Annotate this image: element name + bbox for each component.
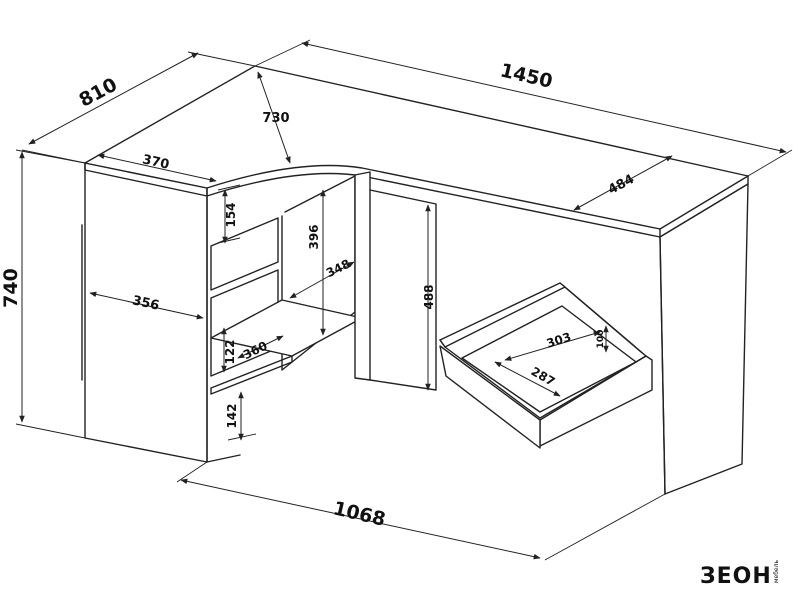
dim-line-287 <box>494 361 561 397</box>
dim-line-360 <box>237 335 284 359</box>
dim-line-810 <box>28 52 199 145</box>
dimension-lines <box>19 41 787 560</box>
label-width-front: 1068 <box>331 497 387 530</box>
dim-line-348 <box>289 261 355 299</box>
drawer-front-rim <box>439 339 647 419</box>
knee-space-back <box>369 189 437 391</box>
desk-body <box>81 65 749 495</box>
label-side-panel: 356 <box>131 293 161 313</box>
dim-line-730 <box>257 71 291 164</box>
label-width-total: 1450 <box>498 59 554 92</box>
extension-lines <box>15 39 793 561</box>
logo-text: ЗЕОН <box>700 564 772 589</box>
label-height-total: 740 <box>0 268 22 308</box>
label-drawer-3: 142 <box>225 403 239 428</box>
dim-line-303 <box>504 331 601 361</box>
left-side-panel <box>84 162 208 463</box>
dim-line-370 <box>97 153 217 183</box>
dim-line-1068 <box>180 478 541 560</box>
right-leg-front-edge <box>659 236 666 495</box>
label-side-top: 370 <box>141 152 171 172</box>
dim-line-1450 <box>301 41 787 154</box>
label-drawer-height: 100 <box>596 330 606 349</box>
open-drawer <box>439 282 653 449</box>
right-leg-panel <box>659 183 749 495</box>
label-depth-diag: 730 <box>262 111 289 126</box>
middle-support-panel <box>354 171 371 381</box>
label-depth-total: 810 <box>76 74 121 112</box>
logo-tagline: мебель <box>773 560 780 583</box>
label-drawer-2: 122 <box>223 339 237 364</box>
label-shelf-depth: 348 <box>324 257 353 281</box>
drawer-right-side <box>539 355 653 447</box>
dim-line-356 <box>89 291 204 320</box>
brand-logo: ЗЕОН мебель <box>700 560 780 589</box>
dim-line-484 <box>573 155 673 211</box>
upper-drawer-front <box>210 217 279 291</box>
label-shelf-height: 396 <box>307 224 321 249</box>
label-drawer-1: 154 <box>224 202 238 227</box>
shelf-top-edge <box>284 175 356 213</box>
label-knee-height: 488 <box>422 284 436 309</box>
